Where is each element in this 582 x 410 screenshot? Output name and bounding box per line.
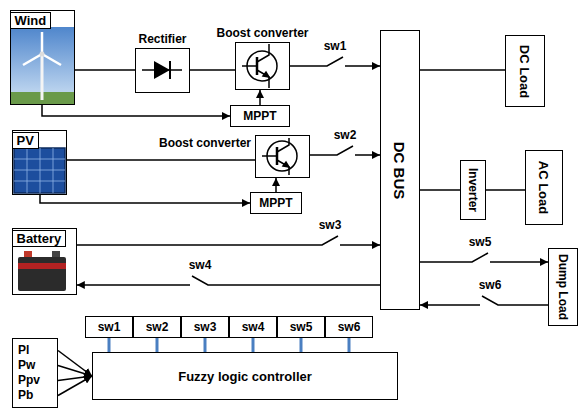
battery-picture: [18, 251, 66, 291]
switch-box: sw4: [229, 316, 277, 338]
bus-box: DC BUS: [380, 30, 420, 310]
controller-box: Fuzzy logic controller: [92, 352, 398, 400]
switch-label: sw6: [477, 278, 504, 292]
source-box: Wind: [10, 10, 75, 105]
wind-turbine-picture: [11, 27, 74, 104]
power-line: [75, 69, 135, 71]
power-line: [310, 146, 380, 155]
power-line: [58, 366, 92, 377]
node-label: DC BUS: [392, 141, 409, 199]
control-link: [204, 338, 207, 352]
tracker-box: MPPT: [230, 105, 290, 127]
node-label: sw3: [194, 320, 217, 334]
signal-name: Pl: [18, 343, 52, 358]
node-label: Inverter: [466, 168, 480, 212]
node-label: sw6: [338, 320, 361, 334]
power-line: [420, 189, 460, 191]
rectifier-box: Rectifier: [135, 48, 190, 93]
node-label: Wind: [10, 12, 52, 29]
switch-box: sw3: [181, 316, 229, 338]
node-label: sw1: [98, 320, 121, 334]
power-line: [420, 69, 505, 71]
control-link: [108, 338, 111, 352]
control-link: [348, 338, 351, 352]
node-label: Boost converter: [216, 26, 308, 40]
control-link: [156, 338, 159, 352]
switch-label: sw4: [187, 258, 214, 272]
node-label: Rectifier: [138, 32, 186, 46]
power-line: [486, 189, 525, 191]
signal-name: Ppv: [18, 373, 52, 388]
power-line: [420, 296, 548, 305]
diode-symbol: [142, 61, 182, 79]
converter-box: Boost converter: [235, 42, 290, 90]
switch-box: sw5: [277, 316, 325, 338]
node-label: MPPT: [243, 109, 276, 123]
load-box: Dump Load: [548, 248, 578, 326]
node-label: sw4: [242, 320, 265, 334]
node-label: Dump Load: [556, 254, 570, 320]
load-box: AC Load: [525, 150, 563, 225]
converter-box: Boost converter: [255, 135, 310, 178]
power-line: [40, 195, 250, 203]
input-box: PlPwPpvPb: [12, 338, 58, 408]
tracker-box: MPPT: [250, 192, 302, 214]
node-label: PV: [12, 132, 39, 149]
signal-name: Pw: [18, 358, 52, 373]
switch-box: sw6: [325, 316, 373, 338]
switch-label: sw1: [322, 39, 349, 53]
switch-label: sw2: [332, 128, 359, 142]
power-line: [275, 178, 277, 192]
load-box: DC Load: [505, 35, 545, 107]
power-line: [67, 159, 255, 161]
power-line: [420, 253, 548, 262]
source-box: Battery: [12, 228, 77, 295]
node-label: AC Load: [537, 161, 552, 214]
control-link: [252, 338, 255, 352]
power-line: [77, 236, 380, 245]
node-label: sw5: [290, 320, 313, 334]
power-line: [190, 69, 235, 71]
power-line: [58, 351, 92, 377]
node-label: Battery: [12, 230, 67, 247]
node-label: sw2: [146, 320, 169, 334]
source-box: PV: [12, 130, 67, 195]
transistor-symbol: [262, 138, 297, 175]
solar-panel-picture: [14, 148, 65, 193]
power-line: [58, 376, 92, 396]
signal-name: Pb: [18, 388, 52, 403]
power-line: [77, 276, 380, 285]
node-label: MPPT: [259, 196, 292, 210]
transistor-symbol: [242, 44, 277, 88]
node-label: Boost converter: [159, 136, 251, 150]
control-link: [300, 338, 303, 352]
power-line: [42, 105, 230, 116]
switch-label: sw3: [317, 218, 344, 232]
power-line: [259, 90, 261, 105]
inverter-box: Inverter: [460, 160, 486, 220]
node-label: DC Load: [518, 44, 533, 97]
switch-box: sw2: [133, 316, 181, 338]
switch-label: sw5: [467, 235, 494, 249]
power-line: [290, 57, 380, 66]
switch-box: sw1: [85, 316, 133, 338]
node-label: Fuzzy logic controller: [178, 369, 312, 384]
